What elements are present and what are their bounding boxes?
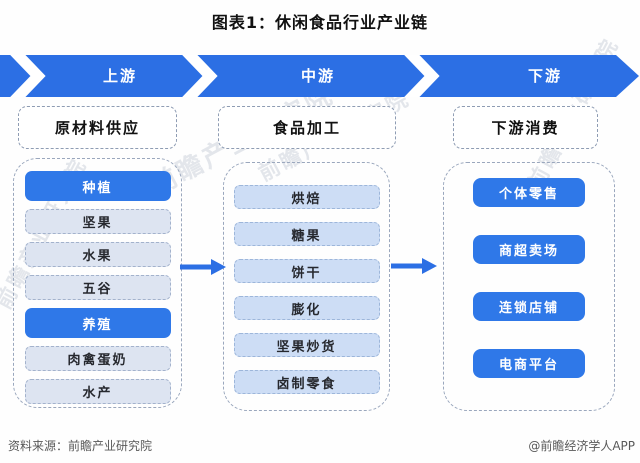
upstream-panel: 种植 坚果 水果 五谷 养殖 肉禽蛋奶 水产: [13, 158, 182, 408]
source-note: 资料来源：前瞻产业研究院: [8, 439, 153, 453]
chain-item-puffed-food: 膨化: [233, 296, 380, 320]
figure-title: 图表1：休闲食品行业产业链: [211, 13, 429, 32]
chain-item-fruit: 水果: [24, 242, 171, 267]
chain-item-candy: 糖果: [233, 222, 380, 246]
chain-item-grains: 五谷: [24, 275, 171, 300]
flow-arrow-midstream-to-downstream: [391, 258, 437, 274]
chain-item-supermarkets: 商超卖场: [473, 235, 585, 264]
midstream-panel: 烘焙 糖果 饼干 膨化 坚果炒货 卤制零食: [223, 162, 390, 411]
downstream-panel: 个体零售 商超卖场 连锁店铺 电商平台: [443, 162, 615, 411]
chain-item-nuts: 坚果: [24, 209, 171, 234]
chain-item-roasted-nuts: 坚果炒货: [233, 333, 380, 357]
chain-item-aquatic: 水产: [24, 379, 171, 404]
chain-item-chain-stores: 连锁店铺: [473, 292, 585, 321]
column-header-downstream-consumption: 下游消费: [453, 106, 598, 149]
banner-segment-midstream: 中游: [300, 67, 335, 85]
chain-item-baking: 烘焙: [233, 185, 380, 209]
chain-item-individual-retail: 个体零售: [473, 178, 585, 207]
chain-item-ecommerce: 电商平台: [473, 349, 585, 378]
banner-segment-downstream: 下游: [527, 67, 562, 85]
flow-arrow-upstream-to-midstream: [180, 259, 226, 275]
stage-banner: 上游 中游 下游: [0, 55, 640, 97]
chain-item-planting: 种植: [24, 171, 171, 201]
banner-chevron-shape: [0, 55, 639, 97]
banner-segment-upstream: 上游: [102, 67, 137, 85]
chain-item-breeding: 养殖: [24, 308, 171, 338]
chain-item-meat-poultry-egg-dairy: 肉禽蛋奶: [24, 346, 171, 371]
column-header-raw-material-supply: 原材料供应: [18, 106, 177, 149]
credit-badge: @前瞻经济学人APP: [528, 439, 635, 453]
chain-item-braised-snacks: 卤制零食: [233, 370, 380, 394]
column-header-food-processing: 食品加工: [218, 106, 396, 149]
chain-item-biscuits: 饼干: [233, 259, 380, 283]
